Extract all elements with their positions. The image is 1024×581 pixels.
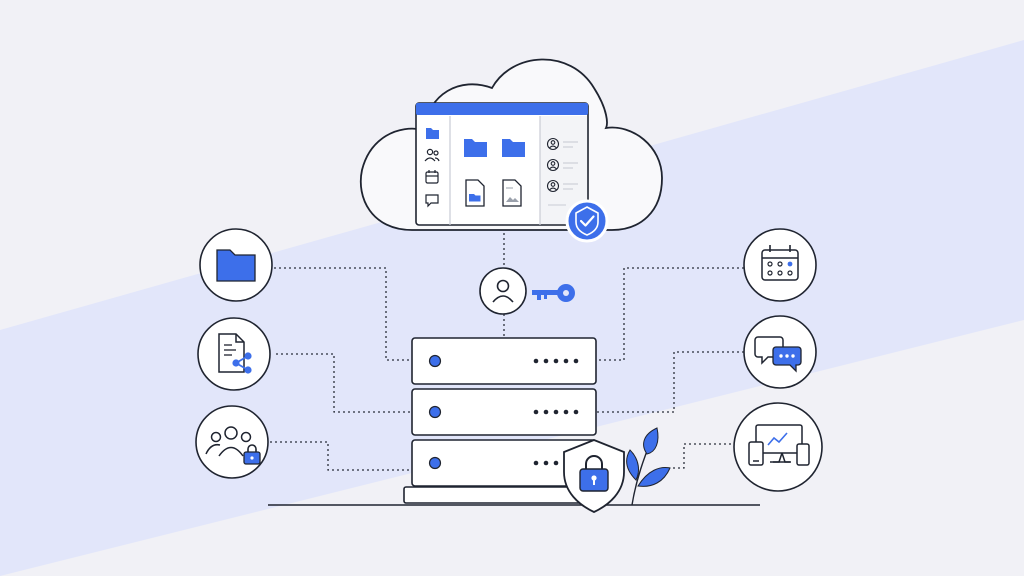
folder-icon[interactable] (502, 139, 525, 157)
devices-icon (748, 424, 810, 466)
connector-chat (596, 351, 744, 413)
connector-folder (274, 267, 412, 361)
connector-lines (270, 228, 744, 471)
calendar-icon[interactable] (425, 170, 439, 184)
server-indicator-dots (533, 460, 559, 466)
connector-calendar (596, 267, 744, 361)
connector-group (270, 441, 412, 471)
shared-document-node[interactable] (197, 317, 271, 391)
user-icon (492, 279, 514, 303)
member-row[interactable] (546, 179, 579, 193)
server-stack (403, 337, 599, 504)
group-lock-node[interactable] (195, 405, 269, 479)
chat-node[interactable] (743, 315, 817, 389)
shield-lock-icon (563, 439, 625, 513)
folder-node[interactable] (199, 228, 273, 302)
folder-icon[interactable] (464, 139, 487, 157)
calendar-node[interactable] (743, 228, 817, 302)
share-document-icon (218, 333, 252, 374)
chat-icon[interactable] (425, 194, 439, 208)
cloud-app-window (415, 102, 609, 243)
server-unit[interactable] (411, 388, 597, 436)
server-led (428, 405, 442, 419)
chat-bubbles-icon (754, 336, 802, 373)
users-icon[interactable] (424, 148, 440, 162)
group-lock-icon (205, 426, 252, 457)
devices-node[interactable] (733, 402, 823, 492)
app-title-bar (416, 103, 588, 115)
key-icon (532, 284, 575, 302)
image-file-icon[interactable] (502, 179, 522, 207)
folder-icon[interactable] (426, 128, 439, 139)
folder-icon (216, 249, 256, 282)
verified-check-icon (565, 199, 609, 243)
server-indicator-dots (533, 358, 579, 364)
member-row[interactable] (546, 137, 579, 151)
member-list (546, 137, 579, 206)
document-icon[interactable] (465, 179, 485, 207)
server-unit[interactable] (411, 439, 597, 487)
member-row[interactable] (546, 158, 579, 172)
lock-icon (243, 444, 261, 465)
leaf-plant-icon (626, 427, 671, 506)
server-led (428, 354, 442, 368)
user-access-node[interactable] (479, 267, 527, 315)
server-led (428, 456, 442, 470)
connector-devices (660, 443, 736, 469)
server-indicator-dots (533, 409, 579, 415)
connector-document (276, 353, 412, 413)
server-unit[interactable] (411, 337, 597, 385)
calendar-icon (761, 245, 799, 281)
